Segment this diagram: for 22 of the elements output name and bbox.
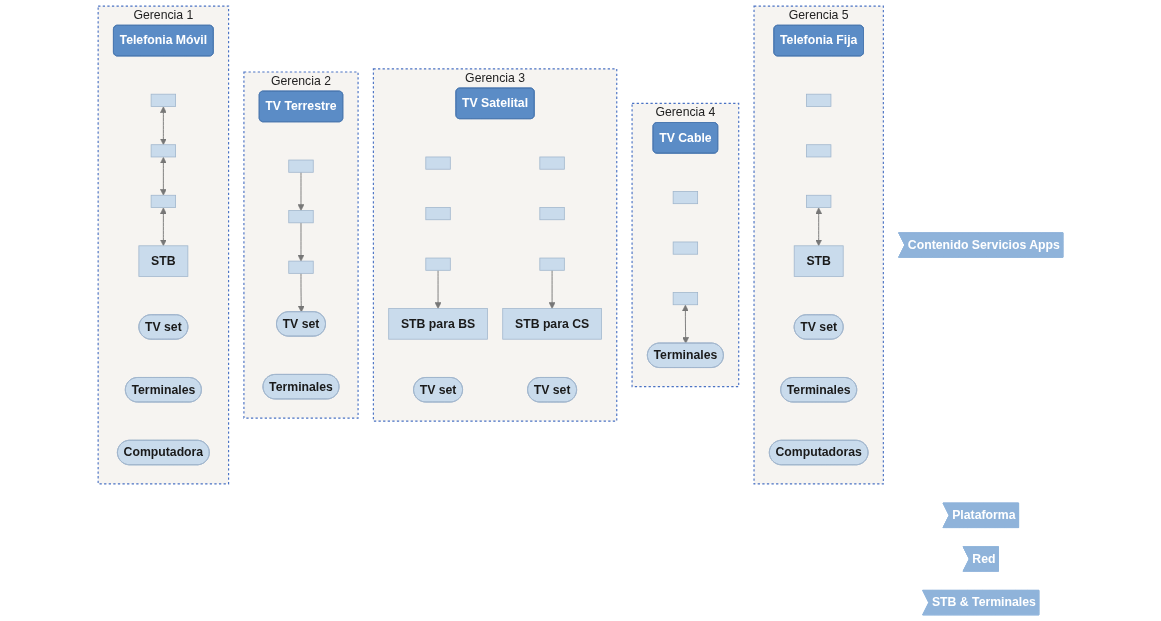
node-box: STB para CS bbox=[502, 308, 602, 340]
node-box bbox=[150, 144, 176, 158]
node-box bbox=[539, 257, 565, 271]
node-box bbox=[425, 207, 451, 221]
node-box bbox=[672, 292, 698, 306]
node-box: STB bbox=[138, 245, 189, 277]
node-box bbox=[672, 241, 698, 255]
node-box bbox=[806, 194, 832, 208]
node-box bbox=[150, 194, 176, 208]
node-box bbox=[425, 257, 451, 271]
node-box: STB bbox=[793, 245, 844, 277]
node-box bbox=[539, 156, 565, 170]
node-box bbox=[425, 156, 451, 170]
node-box bbox=[288, 260, 314, 274]
node-box bbox=[672, 191, 698, 205]
node-box bbox=[806, 93, 832, 107]
node-box bbox=[288, 210, 314, 224]
node-box: STB para BS bbox=[388, 308, 488, 340]
node-box bbox=[150, 93, 176, 107]
node-box bbox=[806, 144, 832, 158]
node-box bbox=[288, 159, 314, 173]
node-box bbox=[539, 207, 565, 221]
